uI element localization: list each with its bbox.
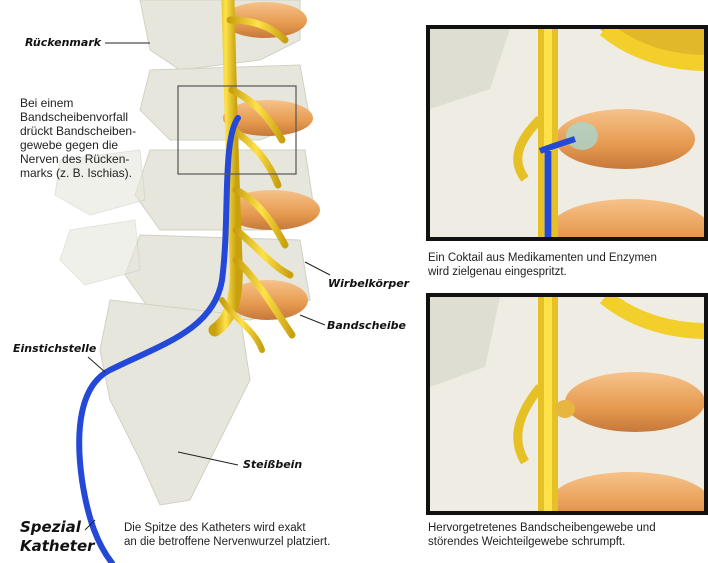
inset-result xyxy=(426,293,708,515)
inset-caption-line: wird zielgenau eingespritzt. xyxy=(428,265,657,279)
label-bandscheibe: Bandscheibe xyxy=(327,319,406,332)
inset-caption-line: störendes Weichteilgewebe schrumpft. xyxy=(428,535,656,549)
inset-result-caption: Hervorgetretenes Bandscheibengewebe und … xyxy=(428,521,656,549)
inset-result-illustration xyxy=(430,297,708,515)
inset-caption-line: Hervorgetretenes Bandscheibengewebe und xyxy=(428,521,656,535)
inset-result-disc xyxy=(565,372,705,432)
inset-injection xyxy=(426,25,708,241)
description-line: Bandscheibenvorfall xyxy=(20,110,136,124)
label-wirbelkoerper: Wirbelkörper xyxy=(328,277,409,290)
inset-caption-line: Ein Coktail aus Medikamenten und Enzymen xyxy=(428,251,657,265)
label-steissbein: Steißbein xyxy=(243,458,302,471)
label-katheter: Katheter xyxy=(20,537,95,555)
label-spezial: Spezial xyxy=(20,518,81,536)
description-line: drückt Bandscheiben- xyxy=(20,124,136,138)
bottom-caption-line: an die betroffene Nervenwurzel platziert… xyxy=(124,535,330,549)
label-einstichstelle: Einstichstelle xyxy=(13,342,96,355)
bottom-caption: Die Spitze des Katheters wird exakt an d… xyxy=(124,521,330,549)
vertebrae-bones xyxy=(55,0,315,505)
inset-injection-illustration xyxy=(430,29,708,241)
label-rueckenmark: Rückenmark xyxy=(25,36,101,49)
description-line: Bei einem xyxy=(20,96,136,110)
bottom-caption-line: Die Spitze des Katheters wird exakt xyxy=(124,521,330,535)
description-block: Bei einem Bandscheibenvorfall drückt Ban… xyxy=(20,96,136,180)
description-line: gewebe gegen die xyxy=(20,138,136,152)
description-line: Nerven des Rücken- xyxy=(20,152,136,166)
description-line: marks (z. B. Ischias). xyxy=(20,166,136,180)
inset-injection-caption: Ein Coktail aus Medikamenten und Enzymen… xyxy=(428,251,657,279)
